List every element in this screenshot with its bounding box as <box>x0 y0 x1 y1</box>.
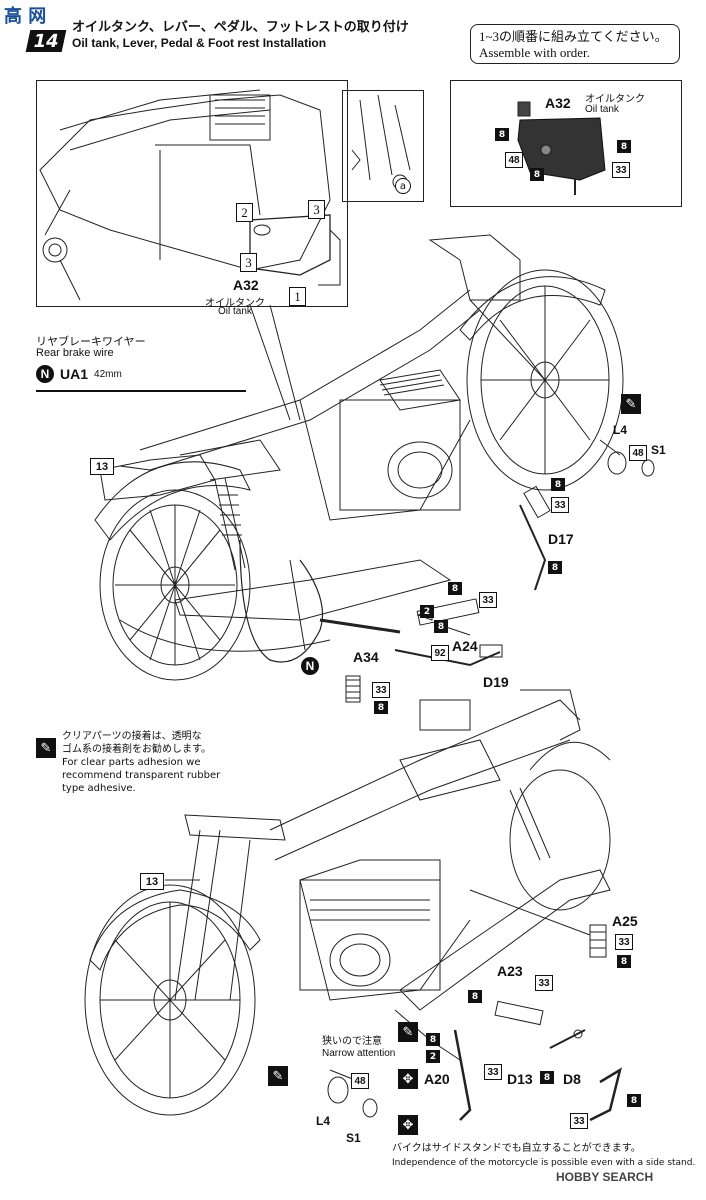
lower-d8: D8 <box>563 1071 581 1087</box>
footer-en: Independence of the motorcycle is possib… <box>392 1158 696 1168</box>
oiltank-label-48: 48 <box>505 152 523 168</box>
adhesive-icon: ✎ <box>36 738 56 758</box>
order-step-3a: 3 <box>308 200 325 219</box>
upper-8b: 8 <box>548 561 562 574</box>
upper-33a: 33 <box>551 497 569 513</box>
upper-d17: D17 <box>548 531 574 547</box>
upper-label-13: 13 <box>90 458 114 475</box>
watermark-hobbysearch: HOBBY SEARCH <box>556 1170 654 1184</box>
order-step-2: 2 <box>236 203 253 222</box>
upper-a34: A34 <box>353 649 379 665</box>
order-step-3b: 3 <box>240 253 257 272</box>
lower-d13: D13 <box>507 1071 533 1087</box>
upper-33c: 33 <box>372 682 390 698</box>
lower-33b: 33 <box>535 975 553 991</box>
oiltank-part-a32: A32 <box>545 95 571 111</box>
assembly-order-note: 1~3の順番に組み立てください。 Assemble with order. <box>470 24 680 64</box>
clear-parts-note: クリアパーツの接着は、透明な ゴム系の接着剤をお勧めします。 For clear… <box>62 731 221 794</box>
lower-label-13: 13 <box>140 873 164 890</box>
upper-a24: A24 <box>452 638 478 654</box>
step-title-en: Oil tank, Lever, Pedal & Foot rest Insta… <box>72 36 327 50</box>
oiltank-label-8c: 8 <box>530 168 544 181</box>
adhesive-icon-lower: ✎ <box>398 1022 418 1042</box>
lower-8d: 8 <box>540 1071 554 1084</box>
lower-33d: 33 <box>570 1113 588 1129</box>
watermark-logo: 高 网 <box>4 6 47 27</box>
divider <box>36 390 246 392</box>
brake-wire-spec: N UA1 42mm <box>36 365 122 383</box>
upper-8a: 8 <box>551 478 565 491</box>
upper-48: 48 <box>629 445 647 461</box>
oiltank-detail-box <box>450 80 682 207</box>
step-title-jp: オイルタンク、レバー、ペダル、フットレストの取り付け <box>72 20 409 35</box>
order-note-en: Assemble with order. <box>479 45 590 60</box>
lower-8c: 8 <box>426 1033 440 1046</box>
narrow-jp: 狭いので注意 <box>322 1036 382 1047</box>
lower-8b: 8 <box>468 990 482 1003</box>
upper-2: 2 <box>420 605 434 618</box>
upper-33b: 33 <box>479 592 497 608</box>
marker-n: N <box>36 365 54 383</box>
lower-33c: 33 <box>484 1064 502 1080</box>
glue-icon-lower: ✎ <box>268 1066 288 1086</box>
oiltank-illustration <box>518 102 605 195</box>
upper-d19: D19 <box>483 674 509 690</box>
order-step-1: 1 <box>289 287 306 306</box>
brake-wire-en: Rear brake wire <box>36 347 114 359</box>
upper-92: 92 <box>431 645 449 661</box>
oiltank-en: Oil tank <box>585 104 619 115</box>
upper-8e: 8 <box>374 701 388 714</box>
arrow-icon-footer: ✥ <box>398 1115 418 1135</box>
callout-sub-box <box>342 90 424 202</box>
brake-wire-jp: リヤブレーキワイヤー <box>36 336 146 348</box>
oiltank-jp: オイルタンク <box>585 94 645 105</box>
lower-48: 48 <box>351 1073 369 1089</box>
oiltank-label-8b: 8 <box>617 140 631 153</box>
callout-part-jp: オイルタンク <box>205 298 265 309</box>
upper-l4: L4 <box>613 423 628 437</box>
lower-8a: 8 <box>617 955 631 968</box>
lower-l4: L4 <box>316 1114 331 1128</box>
lower-a23: A23 <box>497 963 523 979</box>
lower-motorcycle-illustration <box>85 690 620 1120</box>
lower-33a: 33 <box>615 934 633 950</box>
glue-icon: ✎ <box>621 394 641 414</box>
oiltank-label-33: 33 <box>612 162 630 178</box>
callout-part-en: Oil tank <box>218 306 252 317</box>
narrow-en: Narrow attention <box>322 1048 396 1059</box>
order-note-jp: 1~3の順番に組み立てください。 <box>479 29 668 44</box>
footer-jp: バイクはサイドスタンドでも自立することができます。 <box>392 1143 641 1154</box>
brake-wire-code: UA1 <box>60 366 89 382</box>
lower-s1: S1 <box>346 1131 361 1145</box>
upper-8c: 8 <box>448 582 462 595</box>
upper-marker-n: N <box>301 657 319 675</box>
callout-illustration <box>40 90 340 300</box>
upper-s1: S1 <box>651 443 666 457</box>
lower-a20: A20 <box>424 1071 450 1087</box>
lower-a25: A25 <box>612 913 638 929</box>
lower-8e: 8 <box>627 1094 641 1107</box>
callout-sub-label: a <box>395 178 411 194</box>
arrow-icon: ✥ <box>398 1069 418 1089</box>
callout-part-a32: A32 <box>233 277 259 293</box>
brake-wire-length: 42mm <box>94 368 122 380</box>
oiltank-label-8a: 8 <box>495 128 509 141</box>
lower-2: 2 <box>426 1050 440 1063</box>
upper-8d: 8 <box>434 620 448 633</box>
callout-detail-box <box>36 80 348 307</box>
